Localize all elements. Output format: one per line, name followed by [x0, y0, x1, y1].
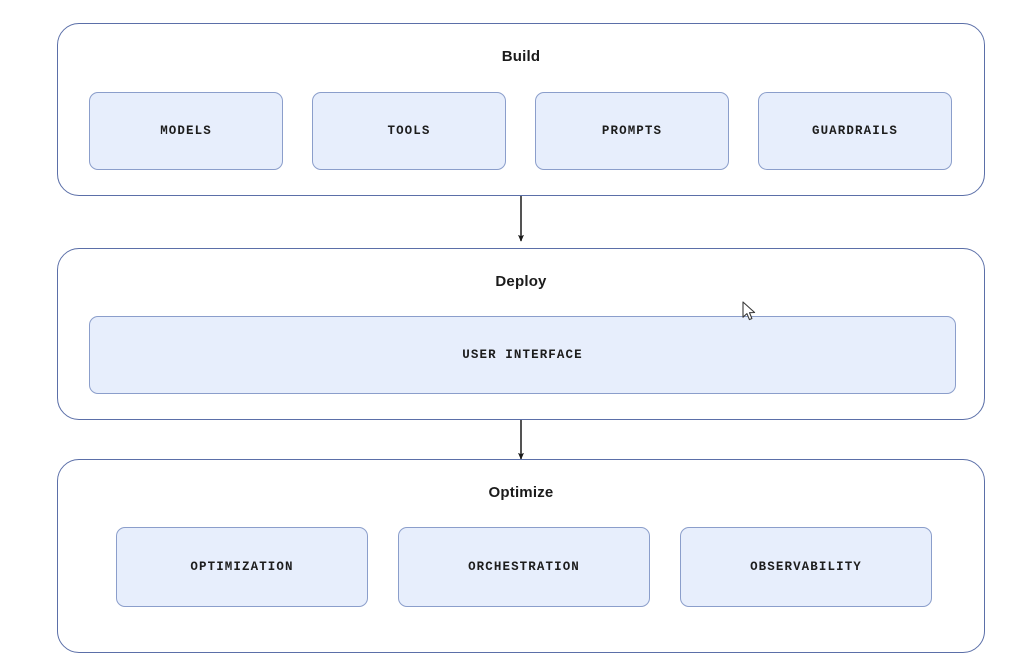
section-build: Build MODELS TOOLS PROMPTS GUARDRAILS: [57, 23, 985, 196]
node-observability[interactable]: OBSERVABILITY: [680, 527, 932, 607]
node-models[interactable]: MODELS: [89, 92, 283, 170]
node-optimization[interactable]: OPTIMIZATION: [116, 527, 368, 607]
node-tools[interactable]: TOOLS: [312, 92, 506, 170]
node-guardrails[interactable]: GUARDRAILS: [758, 92, 952, 170]
section-title-build: Build: [501, 48, 541, 65]
section-deploy: Deploy USER INTERFACE: [57, 248, 985, 420]
section-title-deploy: Deploy: [495, 273, 547, 290]
section-title-optimize: Optimize: [488, 484, 554, 501]
section-optimize: Optimize OPTIMIZATION ORCHESTRATION OBSE…: [57, 459, 985, 653]
node-orchestration[interactable]: ORCHESTRATION: [398, 527, 650, 607]
node-prompts[interactable]: PROMPTS: [535, 92, 729, 170]
node-user-interface[interactable]: USER INTERFACE: [89, 316, 956, 394]
